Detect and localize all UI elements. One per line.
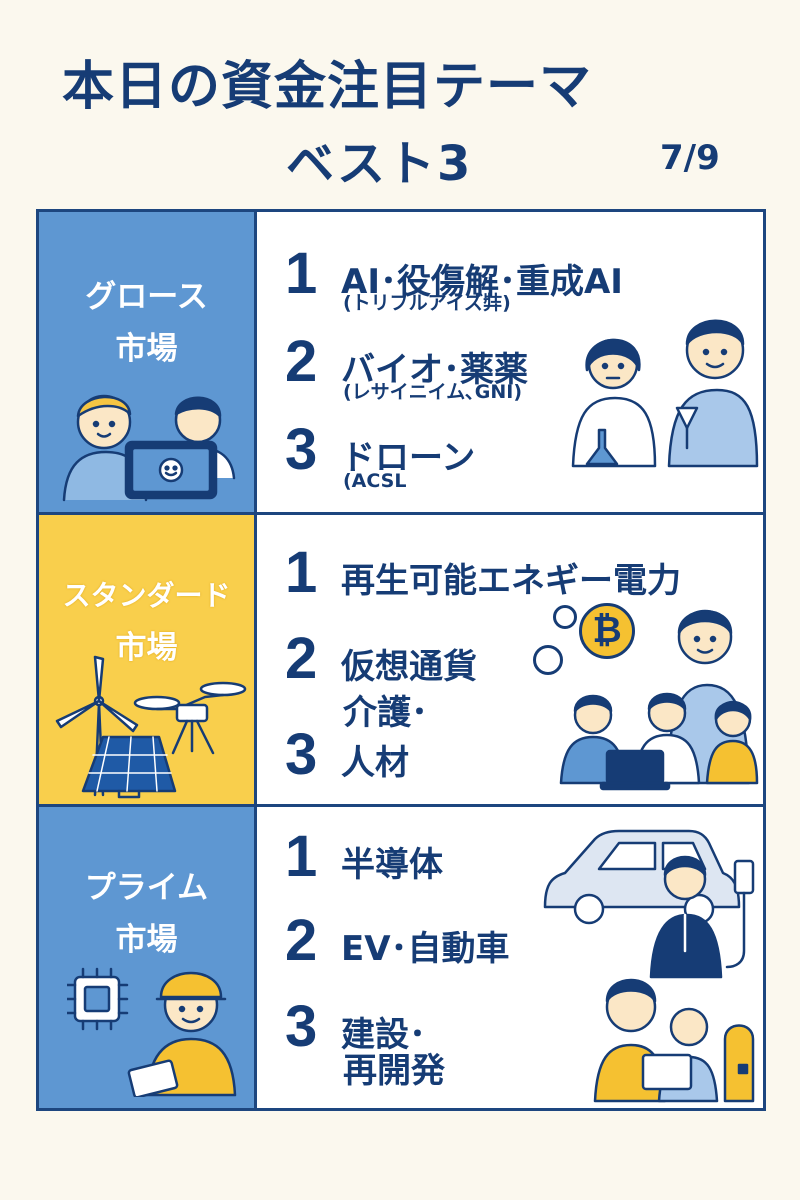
market-name: プライム	[84, 870, 209, 906]
section-growth: グロース 市場	[39, 212, 763, 515]
market-panel-prime: プライム 市場	[39, 807, 257, 1108]
thought-bubble	[553, 605, 577, 629]
section-prime: プライム 市場 1 半導体	[39, 807, 763, 1108]
theme-name-line1: 建設･	[341, 1015, 426, 1055]
market-name: グロース	[85, 279, 208, 315]
theme-name: AI･役傷解･重成AI	[341, 262, 623, 302]
engineer-chip-illustration	[67, 967, 237, 1097]
theme-name-line2: 再開発	[343, 1051, 445, 1091]
market-panel-standard: スタンダード 市場	[39, 515, 257, 804]
theme-item-1: 1 半導体	[285, 823, 443, 890]
ev-construction-illustration	[543, 829, 755, 1103]
rank-number: 3	[285, 722, 318, 787]
theme-item-3: 3 ドローン	[285, 416, 475, 483]
researchers-illustration	[571, 319, 759, 468]
theme-name: 再生可能エネギー電力	[341, 561, 681, 601]
people-laptop-illustration	[62, 394, 236, 502]
renewable-energy-illustration	[55, 655, 247, 799]
market-name: スタンダード	[62, 579, 231, 612]
theme-name: 半導体	[341, 845, 443, 885]
theme-name: EV･自動車	[341, 929, 510, 969]
theme-item-2: 2 仮想通貨	[285, 625, 477, 692]
rank-number: 3	[285, 994, 318, 1059]
theme-item-1: 1 再生可能エネギー電力	[285, 539, 681, 606]
section-standard: スタンダード 市場	[39, 515, 763, 807]
ranking-board: グロース 市場	[36, 209, 766, 1111]
rank-number: 1	[285, 824, 318, 889]
date-label: 7/9	[660, 138, 720, 178]
rank-number: 1	[285, 241, 318, 306]
rank-number: 1	[285, 540, 318, 605]
theme-item-2: 2 EV･自動車	[285, 907, 510, 974]
theme-name: 仮想通貨	[341, 647, 477, 687]
theme-note: (ACSL	[343, 470, 407, 492]
theme-item-3: 3 人材	[285, 721, 409, 788]
rank-number: 2	[285, 329, 318, 394]
theme-name: バイオ･薬薬	[341, 350, 528, 390]
family-laptop-illustration	[559, 609, 759, 791]
market-suffix: 市場	[115, 922, 178, 958]
theme-item-3: 3 建設･	[285, 993, 426, 1060]
bitcoin-coin-icon: ₿	[579, 603, 635, 659]
rank-number: 3	[285, 417, 318, 482]
theme-name: ドローン	[341, 438, 476, 478]
theme-name-line1: 介護･	[343, 693, 428, 733]
market-panel-growth: グロース 市場	[39, 212, 257, 512]
thought-bubble	[533, 645, 563, 675]
market-suffix: 市場	[115, 331, 178, 367]
market-suffix: 市場	[115, 630, 178, 666]
rank-number: 2	[285, 626, 318, 691]
theme-item-2: 2 バイオ･薬薬	[285, 328, 528, 395]
rank-number: 2	[285, 908, 318, 973]
page-subtitle: ベスト3	[286, 136, 473, 192]
theme-note: (トリブルアイズ弉)	[343, 292, 511, 314]
theme-note: (レサイニイム､GNI)	[343, 381, 523, 403]
theme-item-1: 1 AI･役傷解･重成AI	[285, 240, 623, 307]
page-title: 本日の資金注目テーマ	[62, 57, 593, 117]
theme-name-line2: 人材	[341, 743, 409, 783]
